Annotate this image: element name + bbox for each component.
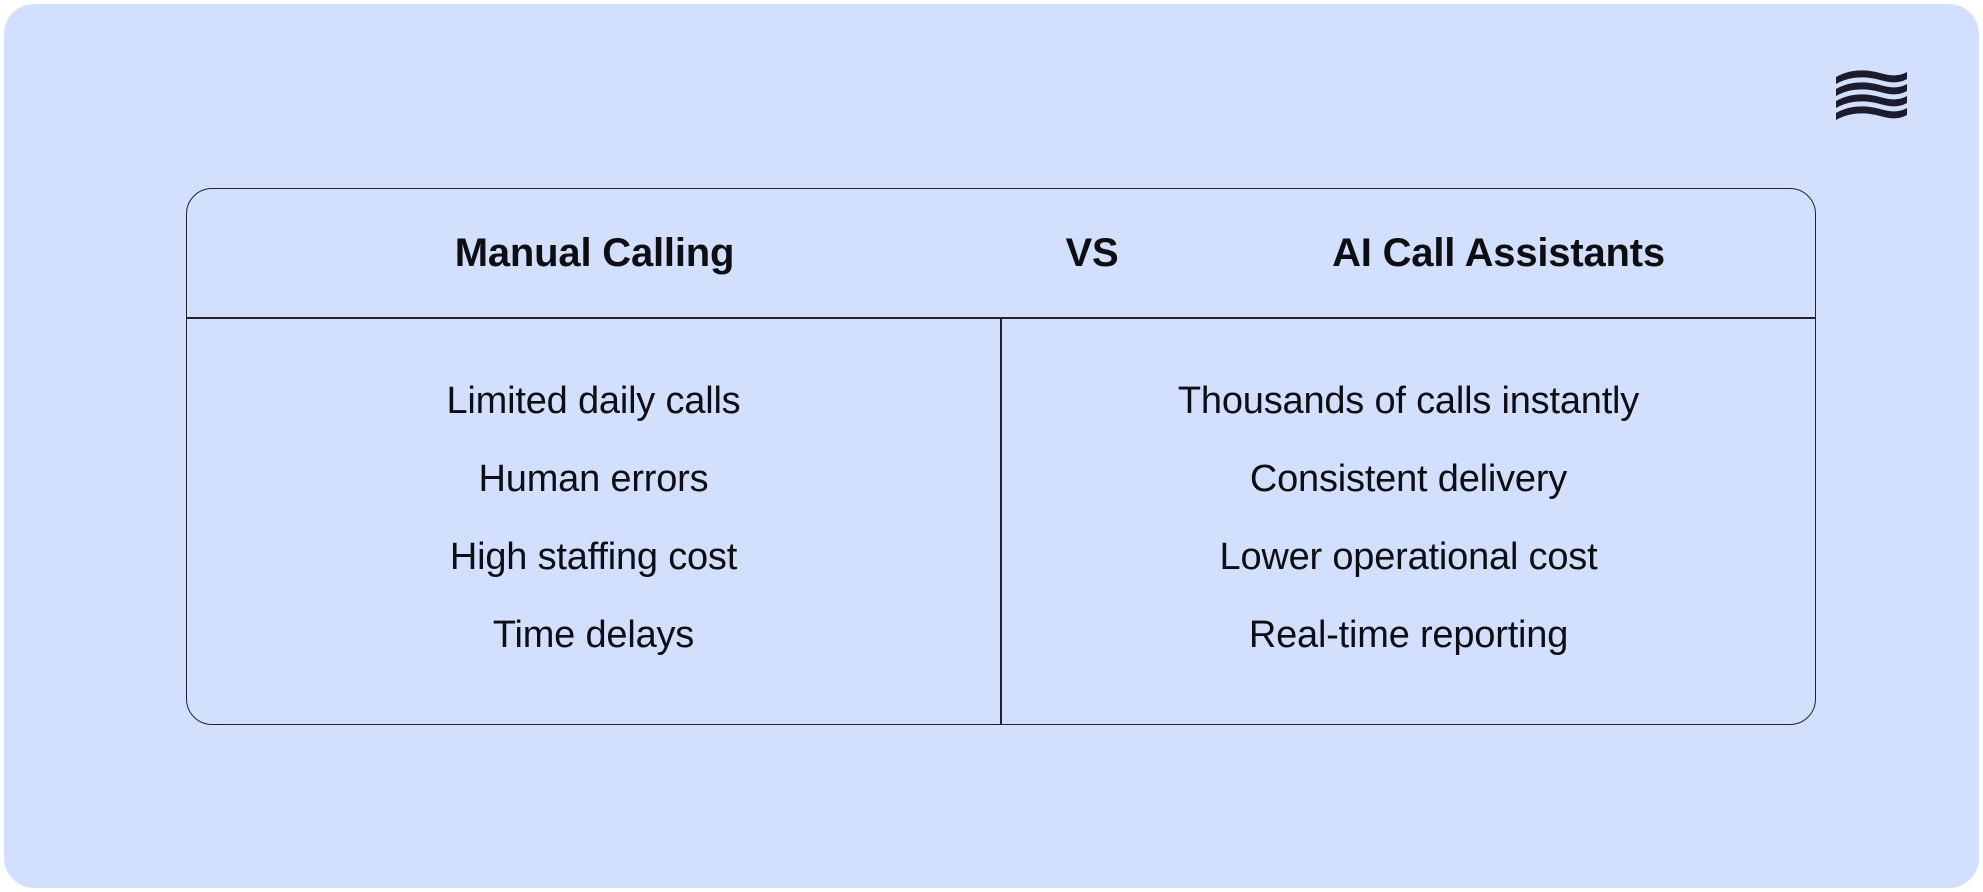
list-item: Lower operational cost xyxy=(1219,536,1598,578)
column-header-manual-calling: Manual Calling xyxy=(454,230,735,275)
list-item: Time delays xyxy=(492,614,695,656)
slide-panel: Manual Calling VS AI Call Assistants Lim… xyxy=(4,4,1979,888)
comparison-body: Limited daily calls Human errors High st… xyxy=(187,318,1815,724)
comparison-card: Manual Calling VS AI Call Assistants Lim… xyxy=(186,188,1816,725)
header-divider xyxy=(187,317,1815,319)
list-item: High staffing cost xyxy=(449,536,738,578)
list-item: Thousands of calls instantly xyxy=(1177,380,1640,422)
comparison-header-row: Manual Calling VS AI Call Assistants xyxy=(187,189,1815,317)
list-item: Human errors xyxy=(478,458,709,500)
wavy-stripes-logo xyxy=(1836,68,1908,120)
column-manual-calling: Limited daily calls Human errors High st… xyxy=(187,318,1000,724)
column-header-vs: VS xyxy=(1065,230,1119,275)
column-ai-call-assistants: Thousands of calls instantly Consistent … xyxy=(1002,318,1815,724)
column-header-ai-call-assistants: AI Call Assistants xyxy=(1332,230,1665,275)
list-item: Real-time reporting xyxy=(1248,614,1569,656)
column-divider xyxy=(1000,318,1002,724)
list-item: Limited daily calls xyxy=(446,380,741,422)
list-item: Consistent delivery xyxy=(1249,458,1568,500)
